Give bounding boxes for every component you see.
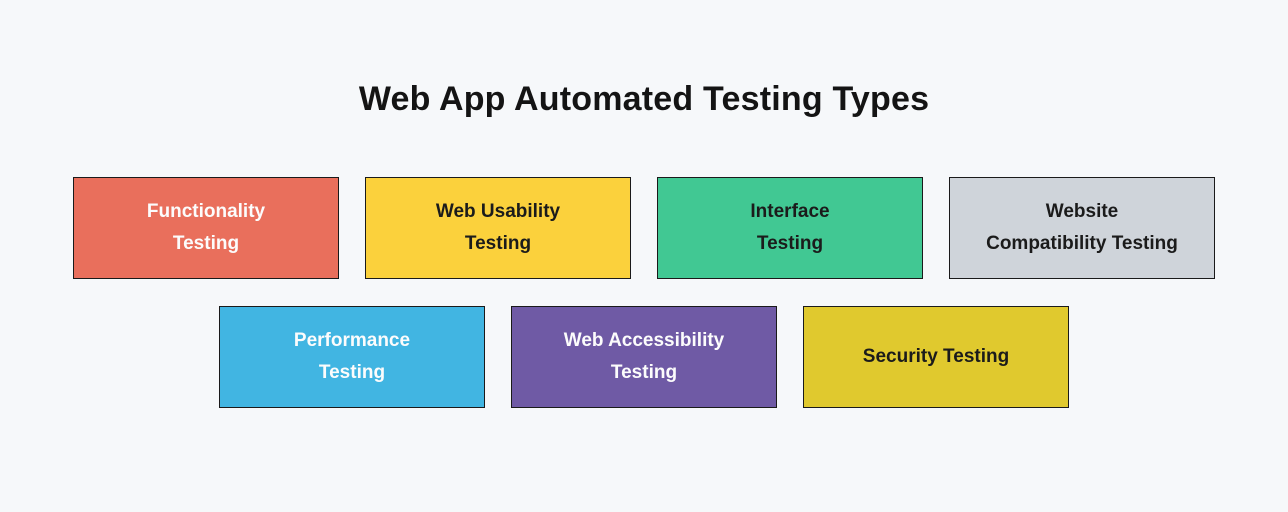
- box-label: Interface Testing: [750, 201, 830, 254]
- box-label: Performance Testing: [293, 330, 411, 383]
- box-grid: Functionality Testing Web Usability Test…: [0, 177, 1288, 408]
- box-web-accessibility-testing: Web Accessibility Testing: [511, 306, 777, 408]
- box-functionality-testing: Functionality Testing: [73, 177, 339, 279]
- box-row-2: Performance Testing Web Accessibility Te…: [219, 306, 1069, 408]
- box-interface-testing: Interface Testing: [657, 177, 923, 279]
- box-performance-testing: Performance Testing: [219, 306, 485, 408]
- box-label: Security Testing: [862, 346, 1010, 367]
- box-label: Web Accessibility Testing: [563, 330, 725, 383]
- box-row-1: Functionality Testing Web Usability Test…: [73, 177, 1215, 279]
- page-title: Web App Automated Testing Types: [358, 80, 930, 118]
- box-label: Functionality Testing: [146, 201, 266, 254]
- box-web-usability-testing: Web Usability Testing: [365, 177, 631, 279]
- box-website-compatibility-testing: Website Compatibility Testing: [949, 177, 1215, 279]
- box-label: Web Usability Testing: [435, 201, 561, 254]
- box-label: Website Compatibility Testing: [986, 201, 1178, 254]
- box-security-testing: Security Testing: [803, 306, 1069, 408]
